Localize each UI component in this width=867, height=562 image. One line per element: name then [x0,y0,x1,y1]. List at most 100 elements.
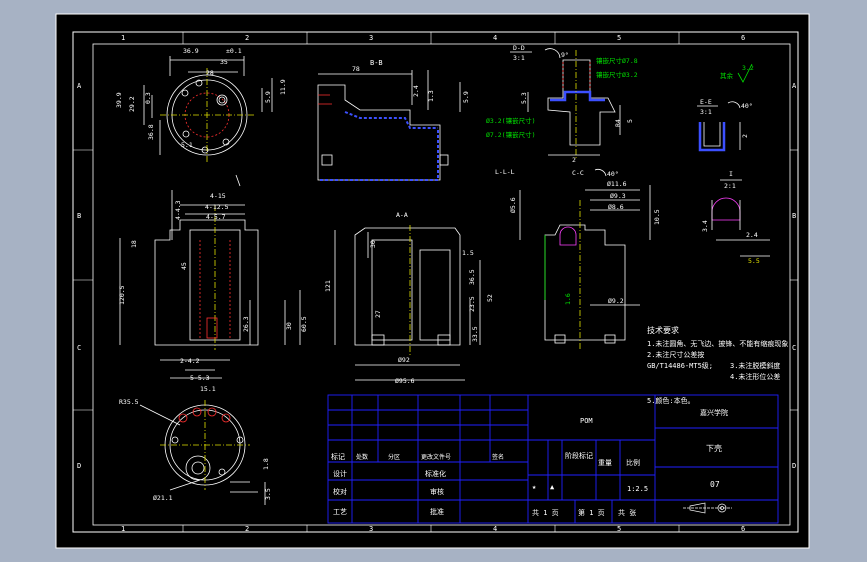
grid-top-3: 3 [369,34,373,42]
grid-bottom-4: 4 [493,525,497,533]
title-block[interactable] [327,394,779,524]
roughness-symbol: 其余 3.2 [720,63,754,83]
projection-symbol-icon [683,502,732,514]
grid-right-a: A [792,82,797,90]
svg-text:Ø11.6: Ø11.6 [607,180,627,188]
grid-top-5: 5 [617,34,621,42]
svg-text:第 1 页: 第 1 页 [578,508,605,517]
svg-text:校对: 校对 [333,487,347,496]
svg-text:5.1: 5.1 [181,141,193,149]
svg-text:E-E: E-E [700,98,712,106]
svg-text:26.3: 26.3 [242,316,250,332]
svg-text:36.8: 36.8 [147,124,155,140]
detail-d-notes: 镶嵌尺寸Ø7.8 镶嵌尺寸Ø3.2 Ø3.2(镶嵌尺寸) Ø7.2(镶嵌尺寸) … [486,56,638,164]
front-view[interactable] [119,190,301,379]
notes-title: 技术要求 [647,325,679,335]
svg-text:A-A: A-A [396,211,408,219]
svg-text:2:1: 2:1 [724,182,736,190]
svg-text:10.5: 10.5 [653,209,661,225]
svg-text:5-5.3: 5-5.3 [190,374,210,382]
svg-text:2: 2 [572,156,576,164]
svg-text:45: 45 [180,262,188,270]
svg-text:共 1 页: 共 1 页 [532,508,559,517]
svg-text:Ø5.6: Ø5.6 [509,197,517,213]
title-block-text: POM 嘉兴学院 下壳 07 标记 处数 分区 更改文件号 签名 设计 标准化 … [331,408,728,517]
section-c-c[interactable]: C-C 40° L-L-L [495,168,651,350]
grid-bottom-1: 1 [121,525,125,533]
svg-text:11.9: 11.9 [279,79,287,95]
technical-notes: 技术要求 1.未注圆角、无飞边、披锋、不能有缩痕现象 2.未注尺寸公差按 GB/… [647,325,788,405]
svg-text:工艺: 工艺 [333,508,347,516]
detail-d[interactable]: D-D 3:1 9° [510,44,621,160]
svg-text:Ø9.3: Ø9.3 [610,192,626,200]
grid-right-d: D [792,462,796,470]
bottom-view-dims: R35.5 Ø21.1 3.5 1.8 [119,398,272,502]
svg-text:D-D: D-D [513,44,525,52]
svg-text:39.9: 39.9 [115,92,123,108]
grid-left-a: A [77,82,82,90]
svg-text:L-L-L: L-L-L [495,168,515,176]
top-view[interactable] [143,56,273,187]
svg-text:36.9: 36.9 [183,47,199,55]
svg-text:Ø3.2(镶嵌尺寸): Ø3.2(镶嵌尺寸) [486,116,535,125]
top-view-dims: 36.9 ±0.1 35 28 39.9 29.2 0.3 36.8 5.1 5… [115,47,287,149]
section-c-c-dims: Ø11.6 Ø9.3 Ø8.6 10.5 Ø5.6 1.6 Ø9.2 [509,180,661,305]
svg-text:1:2.5: 1:2.5 [627,485,648,493]
svg-text:Ø92: Ø92 [398,356,410,364]
svg-text:3.5: 3.5 [264,488,272,500]
svg-text:5.9: 5.9 [462,91,470,103]
svg-text:28: 28 [206,69,214,77]
svg-text:15.1: 15.1 [200,385,216,393]
svg-text:2.未注尺寸公差按: 2.未注尺寸公差按 [647,350,704,359]
svg-text:镶嵌尺寸Ø7.8: 镶嵌尺寸Ø7.8 [596,56,638,65]
svg-text:1.8: 1.8 [262,458,270,470]
section-a-a-dims: 121 30 27 33.5 23.5 36.5 52 Ø92 Ø95.6 1.… [324,240,494,385]
detail-i-dims: 3.4 2.4 5.5 [701,220,760,265]
svg-text:52: 52 [486,294,494,302]
svg-text:处数: 处数 [356,453,368,461]
svg-text:27: 27 [374,310,382,318]
svg-text:3.2: 3.2 [742,64,754,72]
svg-text:共 张: 共 张 [618,508,636,517]
svg-text:▲: ▲ [550,483,555,491]
svg-text:18: 18 [130,240,138,248]
svg-text:4.未注形位公差: 4.未注形位公差 [730,372,780,381]
drawing-sheet [55,13,810,549]
svg-text:★: ★ [532,483,537,491]
grid-left-b: B [77,212,81,220]
svg-text:1.6: 1.6 [564,293,572,305]
section-b-b[interactable]: B-B [317,59,461,181]
section-a-a[interactable]: A-A [334,211,481,381]
svg-text:3.未注脱模斜度: 3.未注脱模斜度 [730,361,780,370]
svg-text:B-B: B-B [370,59,383,67]
svg-text:4-15: 4-15 [210,192,226,200]
svg-text:9°: 9° [561,51,569,59]
grid-ticks [73,32,798,532]
grid-bottom-2: 2 [245,525,249,533]
grid-top-4: 4 [493,34,497,42]
svg-text:4-4.3: 4-4.3 [174,200,182,220]
svg-text:5.5: 5.5 [748,257,760,265]
svg-text:30: 30 [369,240,377,248]
grid-bottom-6: 6 [741,525,745,533]
svg-text:120.5: 120.5 [118,285,126,305]
front-view-dims: 4-15 4-12.5 4-5.7 4-4.3 18 120.5 45 26.3… [118,192,308,393]
grid-bottom-5: 5 [617,525,621,533]
grid-top-1: 1 [121,34,125,42]
svg-text:镶嵌尺寸Ø3.2: 镶嵌尺寸Ø3.2 [596,70,638,79]
svg-text:2-4.2: 2-4.2 [180,357,200,365]
svg-text:5.颜色:本色。: 5.颜色:本色。 [647,396,695,405]
svg-text:1.未注圆角、无飞边、披锋、不能有缩痕现象: 1.未注圆角、无飞边、披锋、不能有缩痕现象 [647,339,788,348]
svg-text:40°: 40° [607,170,619,178]
svg-text:5.9: 5.9 [264,91,272,103]
detail-i[interactable]: I 2:1 [711,170,770,257]
company-name: 嘉兴学院 [700,408,728,417]
svg-text:0.3: 0.3 [144,92,152,104]
bottom-view[interactable] [139,400,266,505]
svg-text:签名: 签名 [492,453,504,461]
svg-text:Ø21.1: Ø21.1 [153,494,173,502]
detail-e[interactable]: E-E 3:1 40° 2 [697,98,753,152]
svg-text:1.3: 1.3 [427,90,435,102]
grid-left-c: C [77,344,81,352]
